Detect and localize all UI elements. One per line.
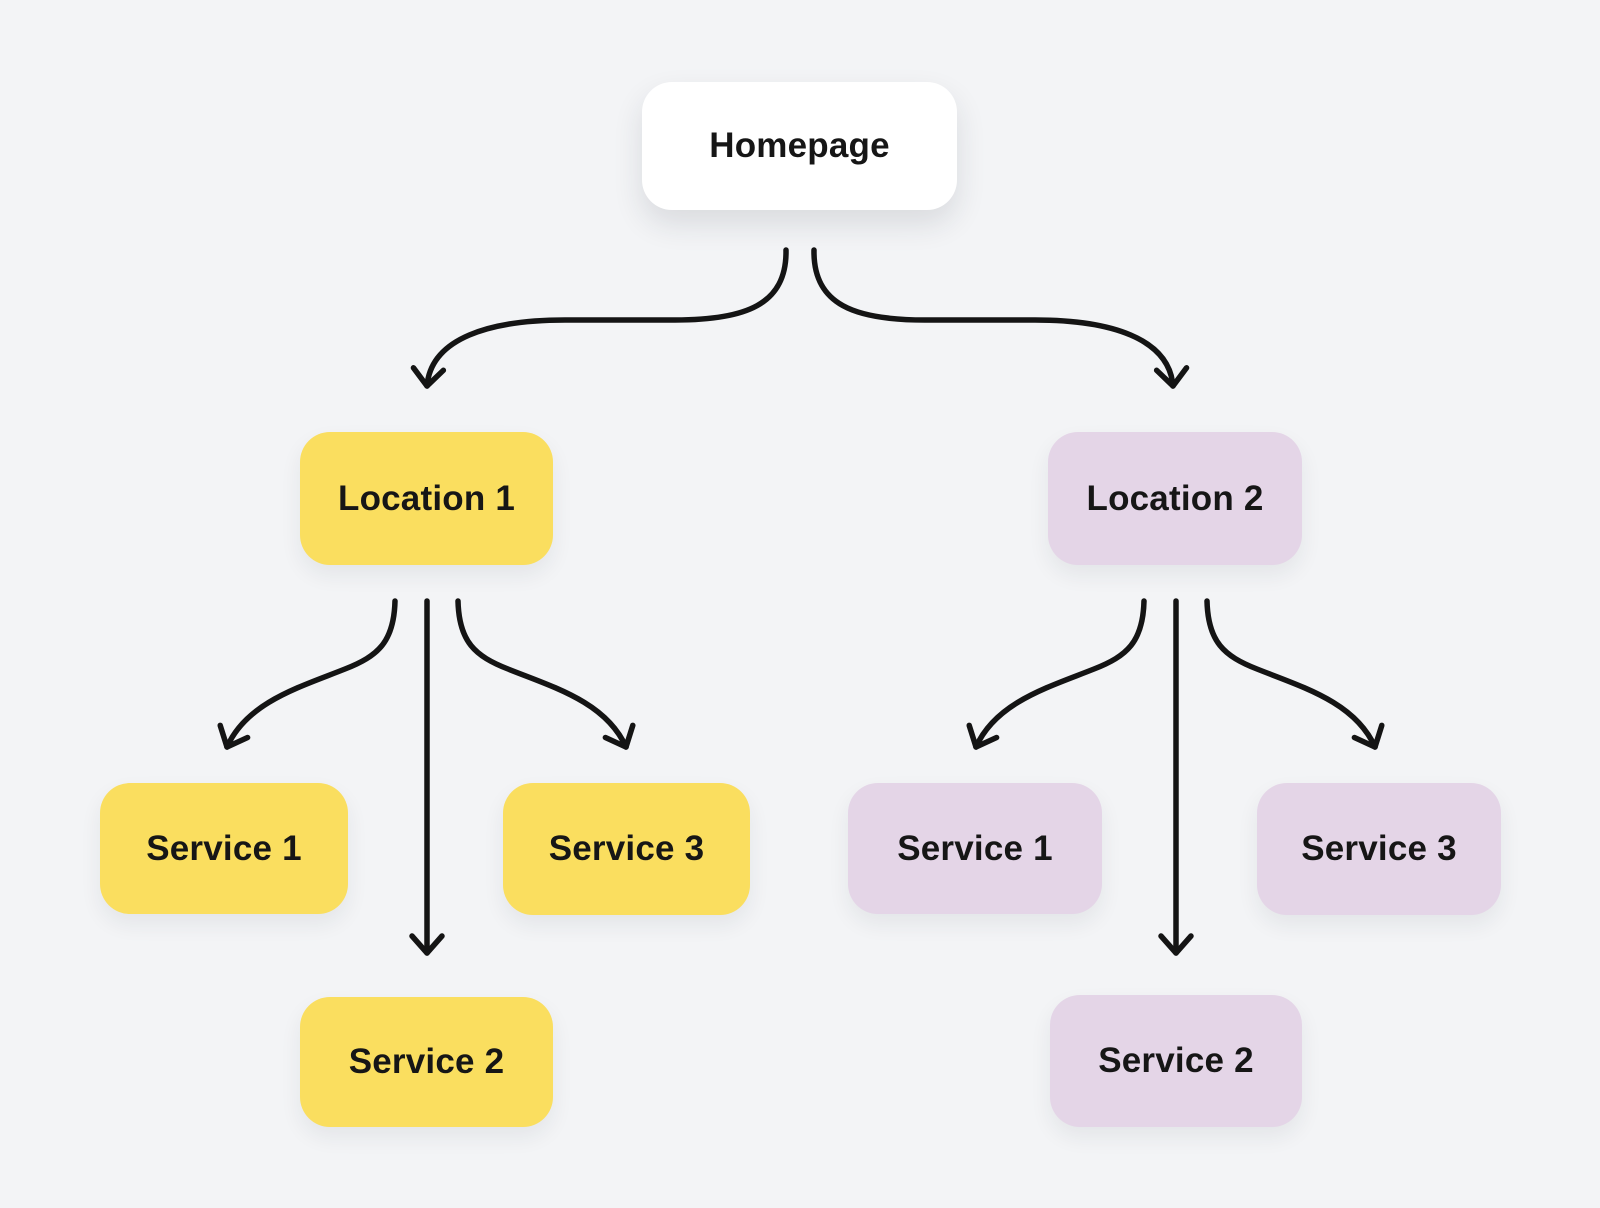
node-homepage[interactable]: Homepage [642, 82, 957, 210]
node-location-2-service-2-label: Service 2 [1098, 1041, 1254, 1080]
node-location-2-service-3-label: Service 3 [1301, 829, 1457, 868]
connector-homepage-location1 [410, 247, 789, 389]
connector-location2-service1 [966, 598, 1147, 750]
connector-location2-service3 [1204, 598, 1385, 750]
node-location-1-service-1[interactable]: Service 1 [100, 783, 348, 914]
connector-location1-service1 [217, 598, 398, 750]
node-location-1-service-1-label: Service 1 [146, 828, 302, 868]
node-location-1-service-2-label: Service 2 [348, 1042, 505, 1081]
node-location-2-service-2[interactable]: Service 2 [1050, 995, 1302, 1127]
node-location-1[interactable]: Location 1 [300, 432, 553, 565]
node-location-1-service-3[interactable]: Service 3 [503, 783, 750, 915]
node-location-2[interactable]: Location 2 [1048, 432, 1302, 565]
node-location-2-service-1[interactable]: Service 1 [848, 783, 1102, 914]
node-location-1-label: Location 1 [337, 478, 516, 518]
node-location-1-service-3-label: Service 3 [548, 829, 705, 868]
node-location-1-service-2[interactable]: Service 2 [300, 997, 553, 1127]
node-location-2-label: Location 2 [1086, 478, 1264, 518]
connector-homepage-location2 [811, 247, 1190, 389]
node-homepage-label: Homepage [709, 126, 890, 165]
connector-location1-service3 [455, 598, 636, 750]
node-location-2-service-3[interactable]: Service 3 [1257, 783, 1501, 915]
node-location-2-service-1-label: Service 1 [897, 828, 1053, 868]
